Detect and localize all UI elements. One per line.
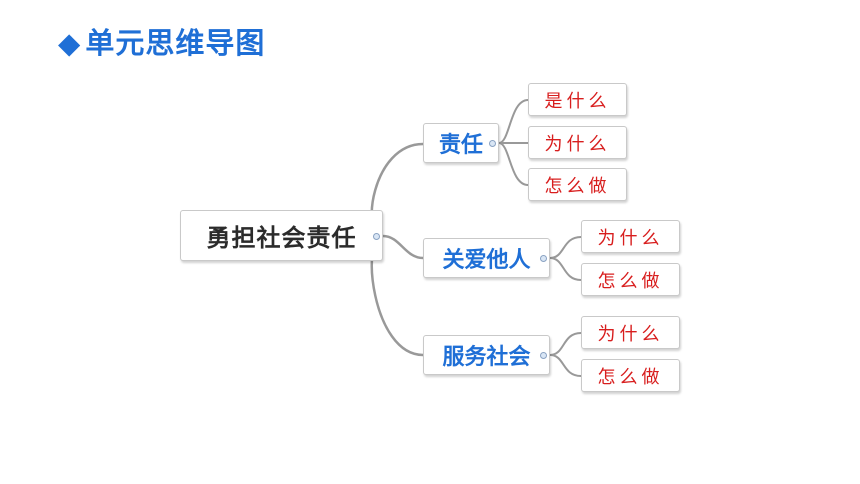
leaf-node-3-2[interactable]: 怎么做 — [581, 359, 680, 392]
leaf-node-label: 怎么做 — [597, 366, 664, 388]
leaf-node-2-2[interactable]: 怎么做 — [581, 263, 680, 296]
connector-branch-1-to-leaf-3 — [498, 142, 529, 186]
branch-node-serving-society[interactable]: 服务社会 — [423, 335, 550, 375]
page-title: ◆单元思维导图 — [58, 26, 265, 60]
branch-node-label: 服务社会 — [442, 345, 531, 370]
branch-node-caring-others[interactable]: 关爱他人 — [423, 238, 550, 278]
collapse-branch-1-icon[interactable] — [489, 140, 496, 147]
leaf-node-label: 怎么做 — [597, 270, 664, 292]
branch-node-responsibility[interactable]: 责任 — [423, 123, 499, 163]
root-node-label: 勇担社会责任 — [206, 224, 357, 252]
leaf-node-label: 为什么 — [597, 323, 664, 345]
leaf-node-label: 为什么 — [597, 227, 664, 249]
collapse-branch-2-icon[interactable] — [540, 255, 547, 262]
connector-branch-2-to-leaf-2 — [549, 257, 582, 281]
branch-node-label: 关爱他人 — [442, 248, 531, 273]
page-title-text: 单元思维导图 — [85, 26, 266, 60]
leaf-node-1-3[interactable]: 怎么做 — [528, 168, 627, 201]
root-node[interactable]: 勇担社会责任 — [180, 210, 383, 261]
connector-branch-1-to-leaf-1 — [498, 99, 529, 144]
leaf-node-label: 为什么 — [544, 133, 611, 155]
leaf-node-1-1[interactable]: 是什么 — [528, 83, 627, 116]
diamond-bullet-icon: ◆ — [58, 26, 82, 60]
connector-branch-2-to-leaf-1 — [549, 236, 582, 259]
branch-node-label: 责任 — [438, 133, 483, 158]
connector-root-to-branch-2 — [382, 234, 424, 260]
leaf-node-1-2[interactable]: 为什么 — [528, 126, 627, 159]
collapse-root-icon[interactable] — [373, 233, 380, 240]
connector-branch-3-to-leaf-1 — [549, 332, 582, 356]
leaf-node-2-1[interactable]: 为什么 — [581, 220, 680, 253]
connector-branch-3-to-leaf-2 — [549, 354, 582, 377]
leaf-node-3-1[interactable]: 为什么 — [581, 316, 680, 349]
leaf-node-label: 是什么 — [544, 90, 611, 112]
collapse-branch-3-icon[interactable] — [540, 352, 547, 359]
leaf-node-label: 怎么做 — [544, 175, 611, 197]
